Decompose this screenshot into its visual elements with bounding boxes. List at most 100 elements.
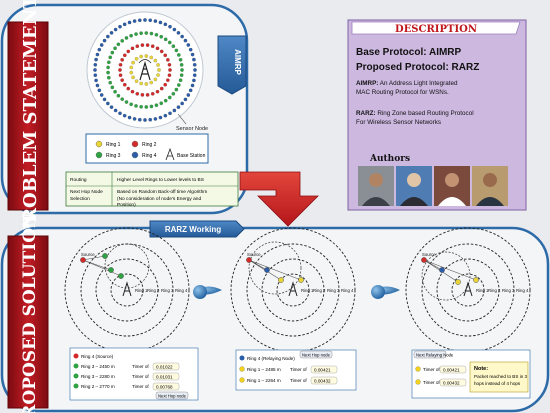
panel2-next-hop-callout: Next Hop node [302,353,331,358]
base-station-icon [288,281,298,297]
svg-text:Ring 1 – 2264 m: Ring 1 – 2264 m [247,378,281,383]
sensor-node-dot [156,73,160,77]
sensor-node-dot [127,20,132,25]
sensor-node-dot [140,43,145,47]
sensor-node-dot [95,83,100,88]
sensor-node-dot [126,49,131,54]
sensor-node-dot [110,50,115,55]
sensor-node-dot [154,33,159,37]
sensor-node-dot [153,77,158,82]
sensor-node-dot [102,97,107,102]
sensor-node-dot [120,97,125,101]
sensor-node-dot [118,24,122,29]
sensor-node-dot [102,38,107,43]
sensor-node-dot [94,78,98,83]
ring-circle [110,273,144,307]
sensor-node-dot [178,58,183,62]
link-line [82,259,122,277]
svg-text:Ring 3 – 2450 m: Ring 3 – 2450 m [81,364,115,369]
sensor-node-dot [145,43,150,47]
svg-text:RARZ Working: RARZ Working [165,225,221,234]
sensor-node [455,279,461,285]
sensor-node-dot [163,82,168,87]
ring-circle [421,243,515,337]
svg-text:Ring 3: Ring 3 [106,153,121,159]
ring-label: Ring 3 [161,288,174,293]
sensor-node-dot [157,68,161,72]
sensor-node-dot [97,88,102,93]
link-line [423,259,477,281]
sensor-node-dot [180,34,184,39]
sensor-node-dot [139,31,143,36]
base-protocol-text: Base Protocol: AIMRP [356,47,462,58]
sensor-node-dot [172,108,177,113]
sensor-node-dot [127,115,132,120]
sensor-node [118,273,124,279]
ring-label: Ring 4 [516,288,529,293]
sensor-node-dot [167,73,172,77]
sensor-node-dot [166,78,170,82]
sensor-node-dot [150,44,155,49]
sensor-node-dot [149,80,154,85]
panel2-info: Ring 4 (Relaying Node) Next Hop node Rin… [235,349,357,391]
svg-text:Ring 2: Ring 2 [142,142,157,148]
table-row-routing-value: Higher Level Rings to Lower levels to BS [117,177,204,183]
sensor-node-dot [159,86,164,91]
sensor-node-dot [163,37,168,42]
sensor-node-dot [163,98,168,103]
range-circle [104,243,150,289]
svg-text:Timer of: Timer of [290,367,307,372]
sensor-node-dot [153,117,158,121]
sensor-node-dot [171,44,176,49]
sensor-node-dot [192,62,197,67]
sensor-node-dot [163,22,168,27]
ring-label: Ring 2 [313,288,326,293]
svg-text:Timer of: Timer of [132,374,149,379]
sensor-node-dot [135,91,140,96]
svg-text:Timer of: Timer of [132,364,149,369]
sensor-node-dot [116,93,121,98]
problem-side-title: PROBLEM STATEMENT [20,0,41,236]
sensor-node-dot [137,18,142,23]
sensor-node-dot [186,93,191,97]
sensor-node-dot [149,104,154,109]
step-arrow-1 [193,285,222,299]
panel1-row-source: Ring 4 (Source) [81,354,114,359]
panel3-info: Next Relaying Node Timer of 0.00421 Time… [411,349,531,399]
sensor-node-dot [118,111,122,116]
sensor-node-dot [148,18,153,23]
sensor-node-dot [134,104,138,108]
author-photo-1 [358,166,394,206]
sensor-node-dot [179,63,184,67]
sensor-node-dot [129,102,133,107]
sensor-node-dot [143,18,147,22]
panel2-timer-2: 0.00432 [314,379,331,384]
sensor-node-dot [158,20,163,25]
aimrp-tag: AIMRP [217,35,247,95]
step-arrow-2 [371,285,400,299]
ring-legend: Ring 1 Ring 2 Ring 3 Ring 4 Base Station [85,133,209,164]
author-photo-3 [434,166,470,206]
sensor-node-dot [130,89,135,94]
svg-text:Ring 1: Ring 1 [106,142,121,148]
sensor-node-dot [144,105,149,109]
svg-text:Timer of: Timer of [290,378,307,383]
link-line [248,259,302,281]
sensor-node-dot [135,44,140,49]
sensor-node-dot [167,40,172,45]
sensor-node-dot [150,91,155,96]
ring-circle [436,258,500,322]
aimrp-base-station-icon [138,59,152,81]
sensor-node-dot [190,52,195,57]
panel2-row-relay: Ring 4 (Relaying Node) [247,356,295,361]
sensor-node-dot [132,19,137,23]
sensor-node-dot [149,31,154,36]
sensor-node [473,277,479,283]
sensor-node-dot [180,68,184,72]
sensor-node-dot [193,68,197,72]
ring-label: Ring 1 [135,288,148,293]
ring-circle [246,243,340,337]
